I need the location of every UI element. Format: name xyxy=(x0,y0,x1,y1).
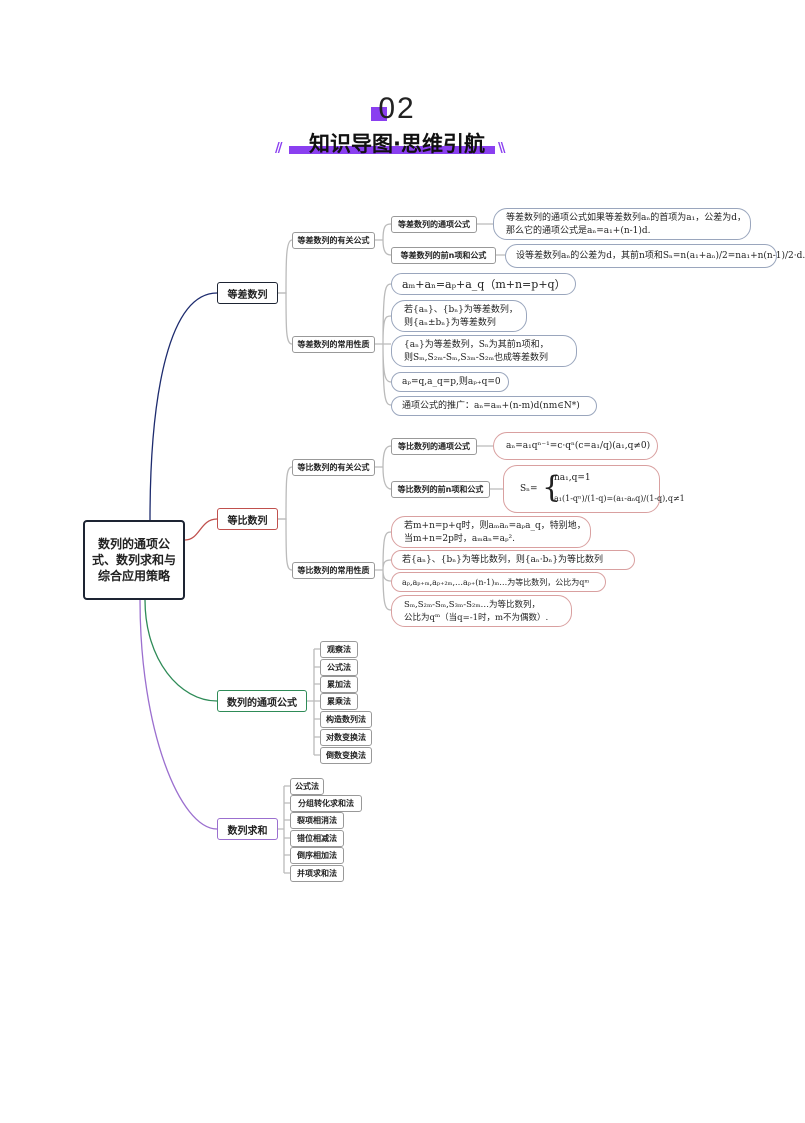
node-arith-general-term: 等差数列的通项公式 xyxy=(391,216,477,233)
formula-line: a₁(1-qⁿ)/(1-q)=(a₁-aₙq)/(1-q),q≠1 xyxy=(554,494,685,503)
node-sequence-sum: 数列求和 xyxy=(217,818,278,840)
connector-geo-g1-formulas xyxy=(477,445,503,490)
connector-geo-g1 xyxy=(278,466,293,520)
formula-line: {aₙ}为等差数列，Sₙ为其前n项和， xyxy=(404,340,549,350)
connector-root-arith xyxy=(149,292,218,521)
formula-geo-general-term: aₙ=a₁qⁿ⁻¹=c·qⁿ(c=a₁/q)(a₁,q≠0) xyxy=(493,432,658,460)
formula-geo-sum: Sₙ= { na₁,q=1 a₁(1-qⁿ)/(1-q)=(a₁-aₙq)/(1… xyxy=(503,465,685,513)
formula-line: 设等差数列aₙ的公差为d，其前n项和Sₙ=n(a₁+aₙ)/2=na₁+n(n-… xyxy=(516,251,805,261)
node-arith-properties: 等差数列的常用性质 xyxy=(292,336,375,353)
method-cumulative-sum: 累加法 xyxy=(320,676,358,693)
formula-geo-prop-1: 若m+n=p+q时，则aₘaₙ=aₚa_q，特别地， 当m+n=2p时，aₘaₙ… xyxy=(391,516,591,548)
formula-geo-prop-3: aₚ,aₚ₊ₘ,aₚ₊₂ₘ,…aₚ₊(n-1)ₘ…为等比数列，公比为qᵐ xyxy=(391,572,606,592)
formula-line: 若{aₙ}、{bₙ}为等差数列， xyxy=(404,305,518,315)
formula-line: na₁,q=1 xyxy=(554,473,591,483)
connector-geo-g2 xyxy=(278,518,293,571)
method-formula: 公式法 xyxy=(320,659,358,676)
number-highlight xyxy=(371,107,387,121)
formula-line: 公比为qᵐ（当q=-1时，m不为偶数）. xyxy=(404,613,549,623)
sum-method-combine-terms: 并项求和法 xyxy=(290,865,344,882)
node-geo-formulas: 等比数列的有关公式 xyxy=(292,459,375,476)
method-cumulative-product: 累乘法 xyxy=(320,693,358,710)
title-highlight-bar xyxy=(289,146,495,154)
formula-line: Sₘ,S₂ₘ-Sₘ,S₃ₘ-S₂ₘ…为等比数列， xyxy=(404,600,541,610)
connector-arith-g1 xyxy=(278,239,293,294)
slash-decoration-left: // xyxy=(275,141,282,156)
formula-line: 等差数列的通项公式如果等差数列aₙ的首项为a₁，公差为d， xyxy=(506,213,746,223)
formula-geo-prop-2: 若{aₙ}、{bₙ}为等比数列，则{aₙ·bₙ}为等比数列 xyxy=(391,550,635,570)
formula-arith-prop-5: 通项公式的推广：aₙ=aₘ+(n-m)d(nm∈N*) xyxy=(391,396,597,416)
sum-method-telescoping: 裂项相消法 xyxy=(290,812,344,829)
formula-line: 则Sₘ,S₂ₘ-Sₘ,S₃ₘ-S₂ₘ也成等差数列 xyxy=(404,353,549,363)
sum-method-group: 分组转化求和法 xyxy=(290,795,362,812)
node-geo-sum-formula: 等比数列的前n项和公式 xyxy=(391,481,490,498)
connector-arith-g2 xyxy=(278,292,293,345)
formula-arith-prop-3: {aₙ}为等差数列，Sₙ为其前n项和， 则Sₘ,S₂ₘ-Sₘ,S₃ₘ-S₂ₘ也成… xyxy=(391,335,577,367)
method-observation: 观察法 xyxy=(320,641,358,658)
sum-method-offset-subtraction: 错位相减法 xyxy=(290,830,344,847)
connector-general-items xyxy=(307,648,320,756)
sum-method-formula: 公式法 xyxy=(290,778,324,795)
formula-arith-prop-4: aₚ=q,a_q=p,则aₚ₊q=0 xyxy=(391,372,509,392)
method-construct-sequence: 构造数列法 xyxy=(320,711,372,728)
node-geometric-sequence: 等比数列 xyxy=(217,508,278,530)
node-arithmetic-sequence: 等差数列 xyxy=(217,282,278,304)
formula-line: 则{aₙ±bₙ}为等差数列 xyxy=(404,318,496,328)
node-geo-properties: 等比数列的常用性质 xyxy=(292,562,375,579)
node-arith-sum-formula: 等差数列的前n项和公式 xyxy=(391,247,496,264)
connector-root-geo xyxy=(184,518,218,541)
formula-line: aₚ=q,a_q=p,则aₚ₊q=0 xyxy=(402,377,501,387)
slash-decoration-right: \\ xyxy=(498,141,505,156)
brace-symbol: { xyxy=(542,470,562,505)
method-reciprocal-transform: 倒数变换法 xyxy=(320,747,372,764)
formula-geo-prop-4: Sₘ,S₂ₘ-Sₘ,S₃ₘ-S₂ₘ…为等比数列， 公比为qᵐ（当q=-1时，m不… xyxy=(391,595,572,627)
connector-arith-g1-items xyxy=(375,223,392,256)
node-arith-formulas: 等差数列的有关公式 xyxy=(292,232,375,249)
formula-line: 那么它的通项公式是aₙ=a₁+(n-1)d. xyxy=(506,226,651,236)
formula-line: 若m+n=p+q时，则aₘaₙ=aₚa_q，特别地， xyxy=(404,521,586,531)
method-log-transform: 对数变换法 xyxy=(320,729,372,746)
connector-geo-g1-items xyxy=(375,445,392,490)
root-node: 数列的通项公式、数列求和与综合应用策略 xyxy=(83,520,185,600)
connector-sum-items xyxy=(278,785,290,874)
formula-prefix: Sₙ= xyxy=(520,484,538,494)
connector-geo-g2-items xyxy=(375,531,392,611)
connector-root-sum xyxy=(139,599,218,830)
page-title: 知识导图·思维引航 xyxy=(309,132,485,156)
formula-arith-sum: 设等差数列aₙ的公差为d，其前n项和Sₙ=n(a₁+aₙ)/2=na₁+n(n-… xyxy=(505,244,805,268)
sum-method-reverse-addition: 倒序相加法 xyxy=(290,847,344,864)
formula-arith-prop-1: aₘ+aₙ=aₚ+a_q（m+n=p+q） xyxy=(391,273,576,295)
section-number: 02 xyxy=(378,92,416,125)
formula-line: 当m+n=2p时，aₘaₙ=aₚ². xyxy=(404,534,516,544)
connector-arith-g1-formulas xyxy=(477,223,505,256)
formula-line: aₙ=a₁qⁿ⁻¹=c·qⁿ(c=a₁/q)(a₁,q≠0) xyxy=(506,441,651,451)
formula-line: aₘ+aₙ=aₚ+a_q（m+n=p+q） xyxy=(402,278,566,291)
node-geo-general-term: 等比数列的通项公式 xyxy=(391,438,477,455)
node-general-term: 数列的通项公式 xyxy=(217,690,307,712)
formula-line: 若{aₙ}、{bₙ}为等比数列，则{aₙ·bₙ}为等比数列 xyxy=(402,555,604,565)
connector-arith-g2-items xyxy=(375,283,392,406)
formula-arith-general-term: 等差数列的通项公式如果等差数列aₙ的首项为a₁，公差为d， 那么它的通项公式是a… xyxy=(493,208,751,240)
formula-line: 通项公式的推广：aₙ=aₘ+(n-m)d(nm∈N*) xyxy=(402,401,580,411)
formula-arith-prop-2: 若{aₙ}、{bₙ}为等差数列， 则{aₙ±bₙ}为等差数列 xyxy=(391,300,527,332)
formula-line: aₚ,aₚ₊ₘ,aₚ₊₂ₘ,…aₚ₊(n-1)ₘ…为等比数列，公比为qᵐ xyxy=(402,578,590,587)
connector-root-general xyxy=(144,599,218,702)
